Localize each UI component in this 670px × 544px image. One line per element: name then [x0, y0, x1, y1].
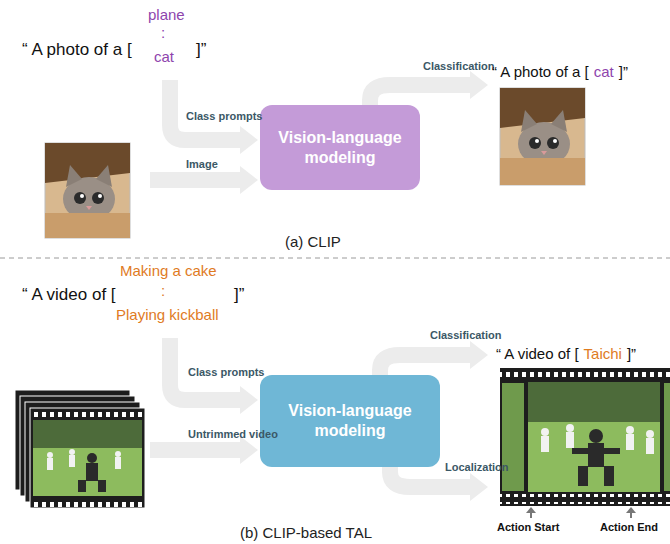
box-label: Vision-language modeling — [270, 128, 410, 168]
flow-arrows — [150, 80, 472, 180]
panel-separator — [0, 258, 670, 259]
subcaption: (b) CLIP-based TAL — [240, 524, 372, 541]
process-box: Vision-language modeling — [260, 105, 420, 190]
class-name: cat — [594, 63, 614, 80]
prompt-template: “ A photo of a [ — [492, 63, 589, 80]
arrow-label: Untrimmed video — [188, 428, 278, 441]
film-strip — [500, 368, 670, 506]
action-label: Action End — [600, 521, 658, 534]
ellipsis: : — [161, 24, 165, 41]
arrow-label: Classification — [423, 60, 495, 73]
class-name: Taichi — [584, 345, 622, 362]
prompt-bracket: ]” — [234, 285, 244, 305]
arrow-label: Class prompts — [186, 110, 262, 123]
video-stack — [15, 390, 145, 508]
prompt-template: “ A photo of a [ — [22, 40, 132, 60]
arrow-label: Localization — [445, 461, 509, 474]
prompt-bracket: ]” — [627, 345, 636, 362]
class-name: Making a cake — [120, 262, 217, 279]
class-name: plane — [148, 6, 185, 23]
arrow-label: Class prompts — [188, 366, 264, 379]
class-name: Playing kickball — [116, 306, 219, 323]
prompt-bracket: ]” — [196, 40, 206, 60]
class-name: cat — [154, 48, 174, 65]
process-box: Vision-language modeling — [260, 375, 440, 467]
arrow-heads — [240, 71, 488, 194]
cat-photo — [45, 143, 130, 238]
ellipsis: : — [161, 282, 165, 299]
arrow-label: Classification — [430, 329, 502, 342]
prompt-bracket: ]” — [619, 63, 628, 80]
subcaption: (a) CLIP — [285, 233, 341, 250]
prompt-template: “ A video of [ — [496, 345, 579, 362]
box-label: Vision-language modeling — [270, 401, 430, 441]
arrow-heads — [240, 341, 488, 501]
arrow-label: Image — [186, 158, 218, 171]
prompt-template: “ A video of [ — [22, 285, 116, 305]
flow-arrows — [150, 338, 472, 487]
action-pointers — [526, 507, 636, 518]
cat-photo — [500, 88, 585, 185]
action-label: Action Start — [497, 521, 559, 534]
